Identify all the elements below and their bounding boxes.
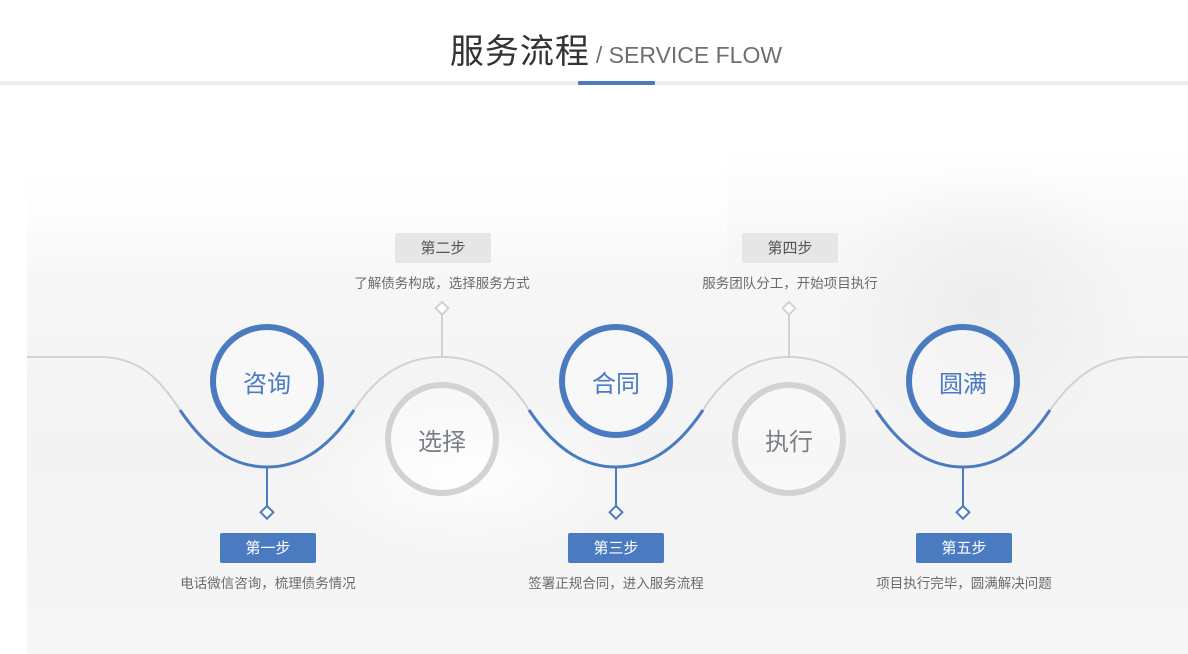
step-2-description: 了解债务构成，选择服务方式 xyxy=(354,276,530,292)
step-4-circle-label: 执行 xyxy=(765,428,813,456)
step-circle-3 xyxy=(559,324,673,438)
step-4-tag: 第四步 xyxy=(742,233,838,263)
header-accent-bar xyxy=(578,81,655,85)
diamond-step-5 xyxy=(955,504,971,521)
step-3-circle-label: 合同 xyxy=(592,370,640,398)
diamond-step-1 xyxy=(259,504,275,521)
step-1-circle-label: 咨询 xyxy=(243,370,291,398)
title-english: / SERVICE FLOW xyxy=(595,42,783,68)
step-circle-2 xyxy=(385,382,499,496)
step-1-tag: 第一步 xyxy=(220,533,316,563)
step-circle-1 xyxy=(210,324,324,438)
title-chinese: 服务流程 xyxy=(449,32,590,72)
step-5-circle-label: 圆满 xyxy=(939,370,987,398)
step-3-tag: 第三步 xyxy=(568,533,664,563)
step-5-description: 项目执行完毕，圆满解决问题 xyxy=(876,576,1052,592)
step-5-tag: 第五步 xyxy=(916,533,1012,563)
diamond-step-3 xyxy=(608,504,624,521)
step-2-tag: 第二步 xyxy=(395,233,491,263)
diamond-step-2 xyxy=(434,300,450,317)
step-1-description: 电话微信咨询，梳理债务情况 xyxy=(180,576,356,592)
step-3-description: 签署正规合同，进入服务流程 xyxy=(528,576,704,592)
step-2-circle-label: 选择 xyxy=(418,428,466,456)
section-title: 服务流程/ SERVICE FLOW xyxy=(0,24,1188,73)
background-fade xyxy=(27,145,727,285)
step-circle-5 xyxy=(906,324,1020,438)
step-4-description: 服务团队分工，开始项目执行 xyxy=(702,276,878,292)
section-header: 服务流程/ SERVICE FLOW xyxy=(0,0,1188,86)
step-circle-4 xyxy=(732,382,846,496)
diamond-step-4 xyxy=(781,300,797,317)
